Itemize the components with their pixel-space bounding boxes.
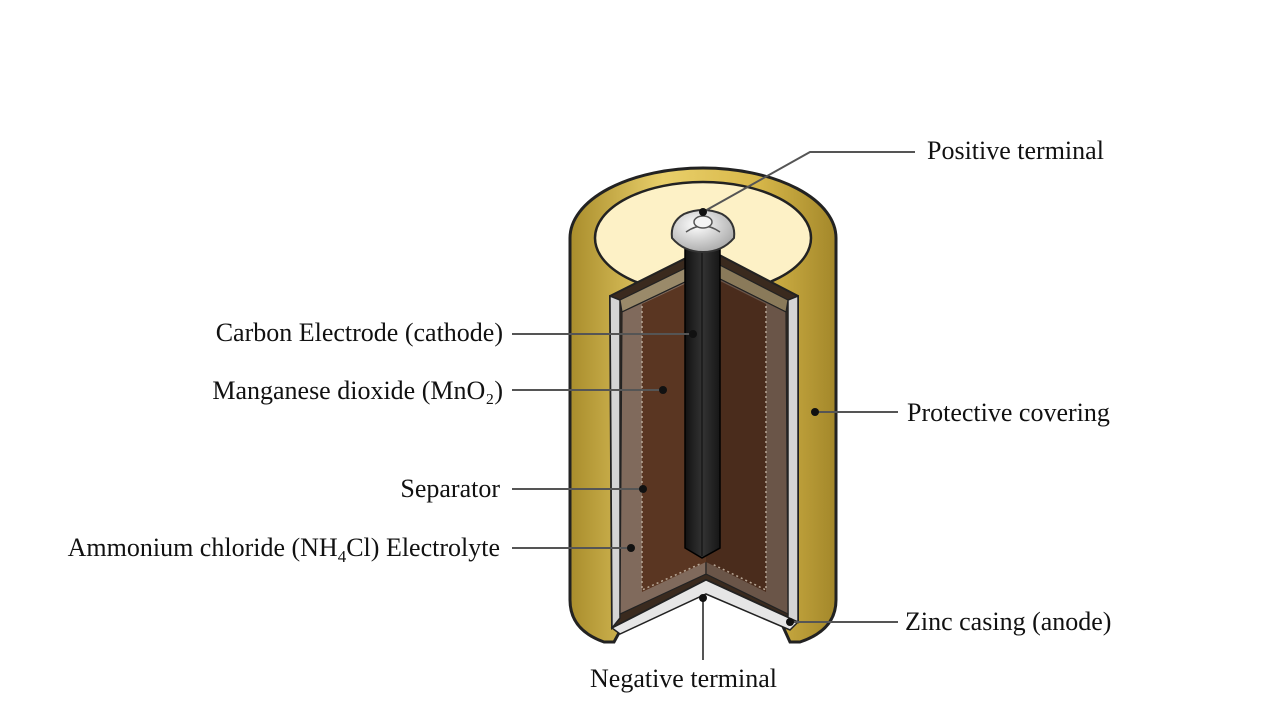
zinc-casing-left — [610, 296, 620, 628]
label-electrolyte-subscript: 4 — [338, 547, 347, 566]
label-manganese-dioxide: Manganese dioxide (MnO₂) — [212, 376, 503, 406]
label-electrolyte-prefix: Ammonium chloride (NH — [68, 533, 338, 562]
zinc-casing-right — [788, 296, 798, 622]
label-electrolyte: Ammonium chloride (NH4Cl) Electrolyte — [68, 533, 500, 563]
label-protective-covering: Protective covering — [907, 398, 1110, 428]
label-zinc-casing: Zinc casing (anode) — [905, 607, 1111, 637]
label-negative-terminal: Negative terminal — [590, 664, 777, 694]
label-separator: Separator — [400, 474, 500, 504]
label-positive-terminal: Positive terminal — [927, 136, 1104, 166]
label-carbon-electrode: Carbon Electrode (cathode) — [216, 318, 503, 348]
label-electrolyte-suffix: Cl) Electrolyte — [346, 533, 500, 562]
